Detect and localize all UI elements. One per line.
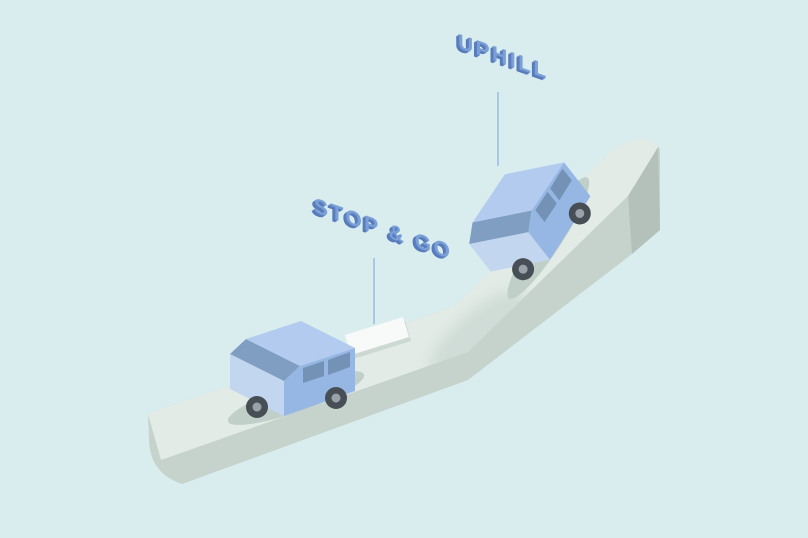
ramp-right-face [628, 147, 660, 254]
stop-and-go-connector-line [373, 258, 375, 324]
slope-base-shadow [430, 290, 526, 374]
stop-line-marking [345, 317, 409, 355]
uphill-connector-line [497, 92, 499, 166]
